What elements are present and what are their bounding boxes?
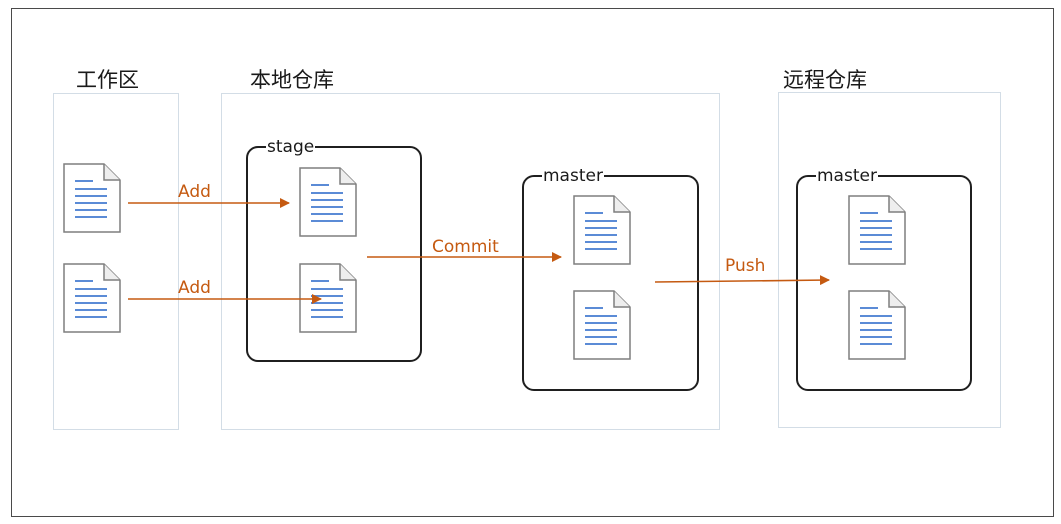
remote-master-file-2-icon [848, 290, 906, 360]
local-master-label: master [542, 166, 604, 186]
stage-label: stage [266, 137, 316, 157]
add-label-2: Add [178, 278, 211, 298]
local-repo-title: 本地仓库 [250, 68, 334, 92]
stage-file-1-icon [299, 167, 357, 237]
workspace-file-2-icon [63, 263, 121, 333]
local-master-store: master [522, 167, 699, 391]
diagram-frame [11, 8, 1054, 517]
stage-file-2-icon [299, 263, 357, 333]
workspace-zone [53, 93, 179, 430]
remote-master-store: master [796, 167, 972, 391]
add-label-1: Add [178, 182, 211, 202]
remote-master-label: master [816, 166, 878, 186]
workspace-file-1-icon [63, 163, 121, 233]
local-master-file-2-icon [573, 290, 631, 360]
commit-label: Commit [432, 237, 499, 257]
remote-master-file-1-icon [848, 195, 906, 265]
stage-store: stage [246, 138, 422, 362]
local-master-file-1-icon [573, 195, 631, 265]
push-label: Push [725, 256, 766, 276]
remote-repo-title: 远程仓库 [783, 68, 867, 92]
workspace-title: 工作区 [76, 68, 139, 92]
